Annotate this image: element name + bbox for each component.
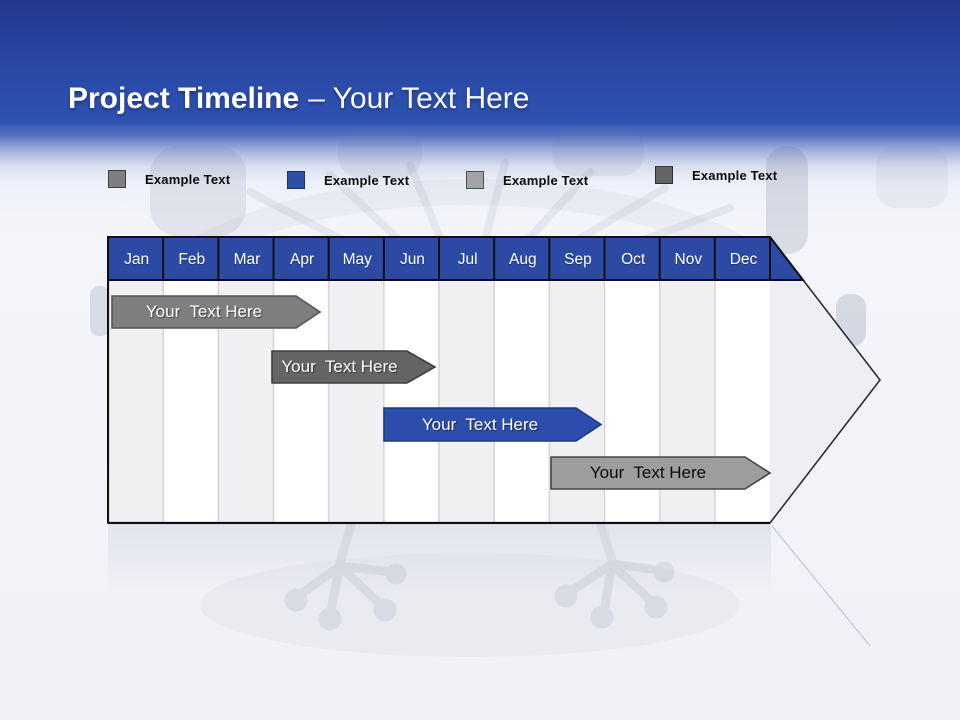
month-label: Oct [621,251,646,268]
chair-bases-watermark-icon [284,517,675,631]
month-header-row: Jan Feb Mar Apr May Jun Jul Aug Sep Oct … [109,244,771,276]
arrow-reflection-icon [771,525,871,647]
bar-arrow-shape [383,407,603,442]
legend-swatch-blue-icon [287,171,305,189]
timeline-bar-1: Your Text Here [111,295,322,329]
month-label: Aug [508,251,537,268]
legend-label: Example Text [145,171,231,187]
month-label: Sep [564,251,592,268]
timeline-bar-4: Your Text Here [550,456,772,490]
legend-label: Example Text [503,172,589,188]
page-title: Project Timeline– Your Text Here [68,82,529,116]
month-label: Mar [233,251,261,268]
month-label: Nov [674,251,703,268]
table-outer-borders [107,237,770,525]
month-label: Jun [399,251,425,268]
bar-label: Your Text Here [145,302,263,321]
legend-swatch-light-gray-icon [466,171,484,189]
month-label: Feb [178,251,206,268]
legend-swatch-gray-icon [108,170,126,188]
bar-arrow-shape [111,295,322,329]
month-label: Dec [729,251,758,268]
month-label: Jan [124,251,150,268]
chairs-watermark-icon [90,126,948,657]
table-reflection [108,525,771,625]
legend-item-4: Example Text [655,166,777,184]
bar-label: Your Text Here [589,463,707,482]
bar-label: Your Text Here [421,414,539,434]
legend-item-3: Example Text [466,171,588,189]
month-label: Jul [457,251,478,268]
bar-arrow-shape [271,350,437,384]
timeline-bar-3: Your Text Here [383,407,603,442]
legend-label: Example Text [692,167,778,183]
bar-arrow-shape [550,456,772,490]
month-label: Apr [290,251,315,268]
legend-label: Example Text [324,172,410,188]
timeline-bar-2: Your Text Here [271,350,437,384]
legend-item-1: Example Text [108,170,230,188]
title-secondary: – Your Text Here [308,82,530,116]
bar-label: Your Text Here [281,357,398,376]
legend-swatch-dark-gray-icon [655,166,673,184]
month-label: May [342,251,372,268]
title-primary: Project Timeline [68,82,300,116]
month-header-dividers [162,237,771,280]
legend-item-2: Example Text [287,171,409,189]
